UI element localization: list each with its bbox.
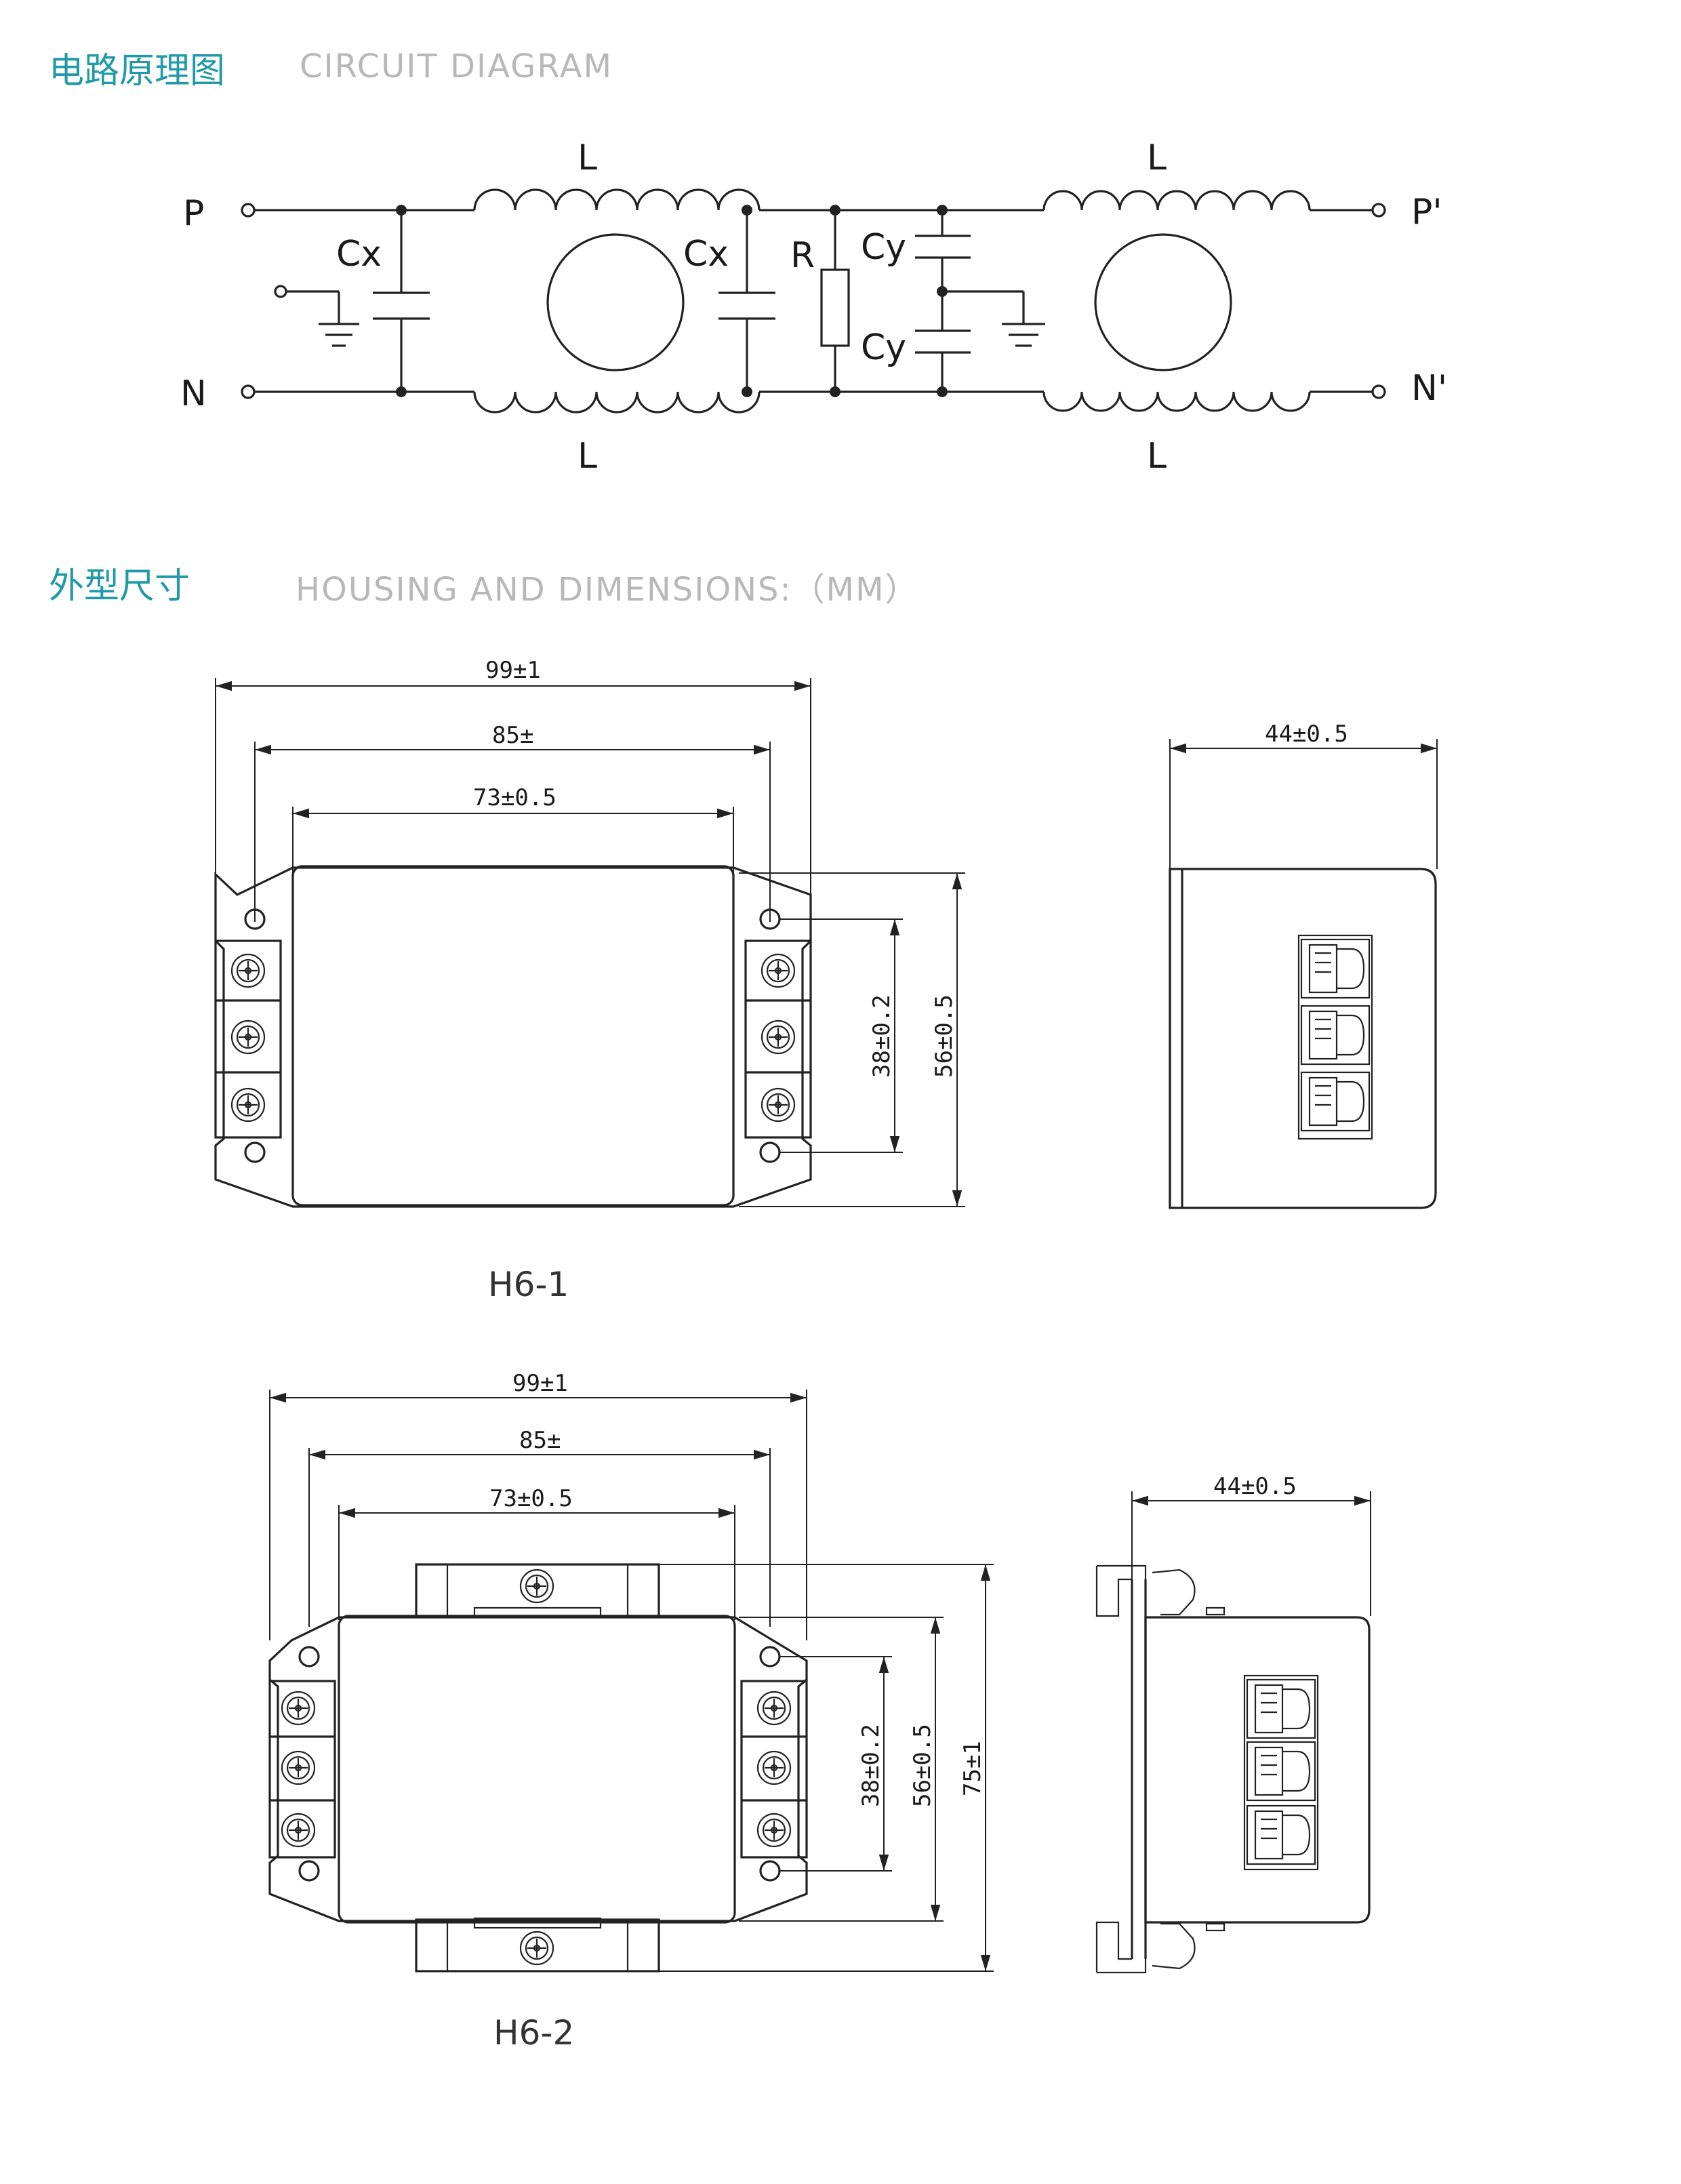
h6-2-front-view: 99±1 85± 73±0.5 [268,1370,994,1973]
h6-2-hole-tr [759,1646,781,1667]
h6-1-screw-left-1 [230,953,266,988]
h6-2-dim-overall-width: 99±1 [512,1370,568,1397]
h6-2-side-terminal-2 [1246,1741,1316,1802]
h6-2-side-terminal-1 [1246,1678,1316,1739]
h6-1-dim-hole-vertical: 38±0.2 [868,994,895,1078]
housing-section-subtitle: HOUSING AND DIMENSIONS:（MM） [296,571,919,609]
housing-section-title: 外型尺寸 [49,566,190,607]
label-l-bottom-left: L [578,436,597,477]
h6-2-hole-br [759,1860,781,1882]
h6-2-dim-height: 56±0.5 [909,1724,936,1807]
h6-1-dim-depth: 44±0.5 [1265,721,1348,748]
h6-1-side-terminal-3 [1300,1071,1371,1132]
h6-2-din-screw-bottom [519,1930,554,1966]
h6-2-din-clip-bottom [415,1918,660,1973]
label-l-bottom-right: L [1147,436,1167,477]
label-n-out: N' [1411,368,1447,409]
label-p-out: P' [1411,192,1442,232]
terminal-p-out [1371,203,1386,218]
h6-1-side-view: 44±0.5 [1169,721,1438,1209]
h6-2-screw-right-1 [756,1691,792,1726]
circuit-section-title: 电路原理图 [49,51,226,92]
h6-2-dim-depth: 44±0.5 [1213,1473,1297,1500]
h6-2-dim-hole-vertical: 38±0.2 [857,1724,885,1807]
resistor [820,268,850,347]
h6-2-screw-left-2 [281,1750,316,1785]
h6-1-screw-right-3 [761,1087,796,1123]
inductor-top-left [473,188,761,211]
label-cy-bottom: Cy [861,327,906,368]
choke-core-right [1094,233,1232,371]
h6-1-model-label: H6-1 [488,1265,569,1304]
h6-2-dim-body-width: 73±0.5 [489,1485,573,1512]
h6-1-body [291,865,735,1207]
h6-1-dim-overall-width: 99±1 [485,657,541,684]
h6-1-screw-right-1 [761,953,796,988]
h6-2-hole-bl [298,1860,320,1882]
h6-2-screw-left-3 [281,1813,316,1848]
h6-2-screw-left-1 [281,1691,316,1726]
h6-2-screw-right-3 [756,1813,792,1848]
h6-2-dim-total-height: 75±1 [959,1741,986,1796]
h6-1-dim-hole-spacing: 85± [492,722,533,749]
label-l-top-right: L [1147,138,1167,178]
inductor-top-right [1042,190,1311,211]
terminal-n-out [1371,384,1386,399]
label-l-top-left: L [578,138,597,178]
h6-2-screw-right-2 [756,1750,792,1785]
label-n-in: N [180,373,207,414]
h6-1-screw-left-2 [230,1019,266,1055]
h6-2-side-terminal-3 [1246,1804,1316,1865]
h6-1-side-terminal-2 [1300,1005,1371,1066]
inductor-bottom-left [473,391,761,413]
terminal-n-in [241,384,256,399]
circuit-diagram: P N P' N' L L L L Cx [180,138,1447,477]
h6-1-hole-bl [244,1141,266,1163]
terminal-p-in [241,203,256,218]
label-cx-left: Cx [336,234,382,275]
h6-2-body [338,1615,736,1924]
h6-2-din-screw-top [519,1569,554,1604]
inductor-bottom-right [1042,391,1311,412]
h6-2-dim-hole-spacing: 85± [519,1427,561,1454]
h6-2-side-view: 44±0.5 [1095,1473,1371,1974]
circuit-section-subtitle: CIRCUIT DIAGRAM [300,47,613,85]
h6-1-screw-right-2 [761,1019,796,1055]
choke-core-left [546,233,685,371]
label-p-in: P [183,193,204,234]
h6-1-dim-body-width: 73±0.5 [473,784,556,811]
h6-1-hole-br [759,1141,781,1163]
h6-2-model-label: H6-2 [493,2013,575,2052]
label-cy-top: Cy [861,227,906,268]
h6-1-screw-left-3 [230,1087,266,1123]
label-r: R [790,235,815,276]
h6-1-dim-height: 56±0.5 [931,994,958,1078]
h6-1-front-view: 99±1 85± 73±0.5 38±0.2 56±0.5 [214,657,965,1208]
h6-1-side-terminal-1 [1300,938,1371,999]
label-cx-mid: Cx [683,234,729,275]
h6-1-hole-tl [244,908,266,930]
h6-2-hole-tl [298,1646,320,1667]
